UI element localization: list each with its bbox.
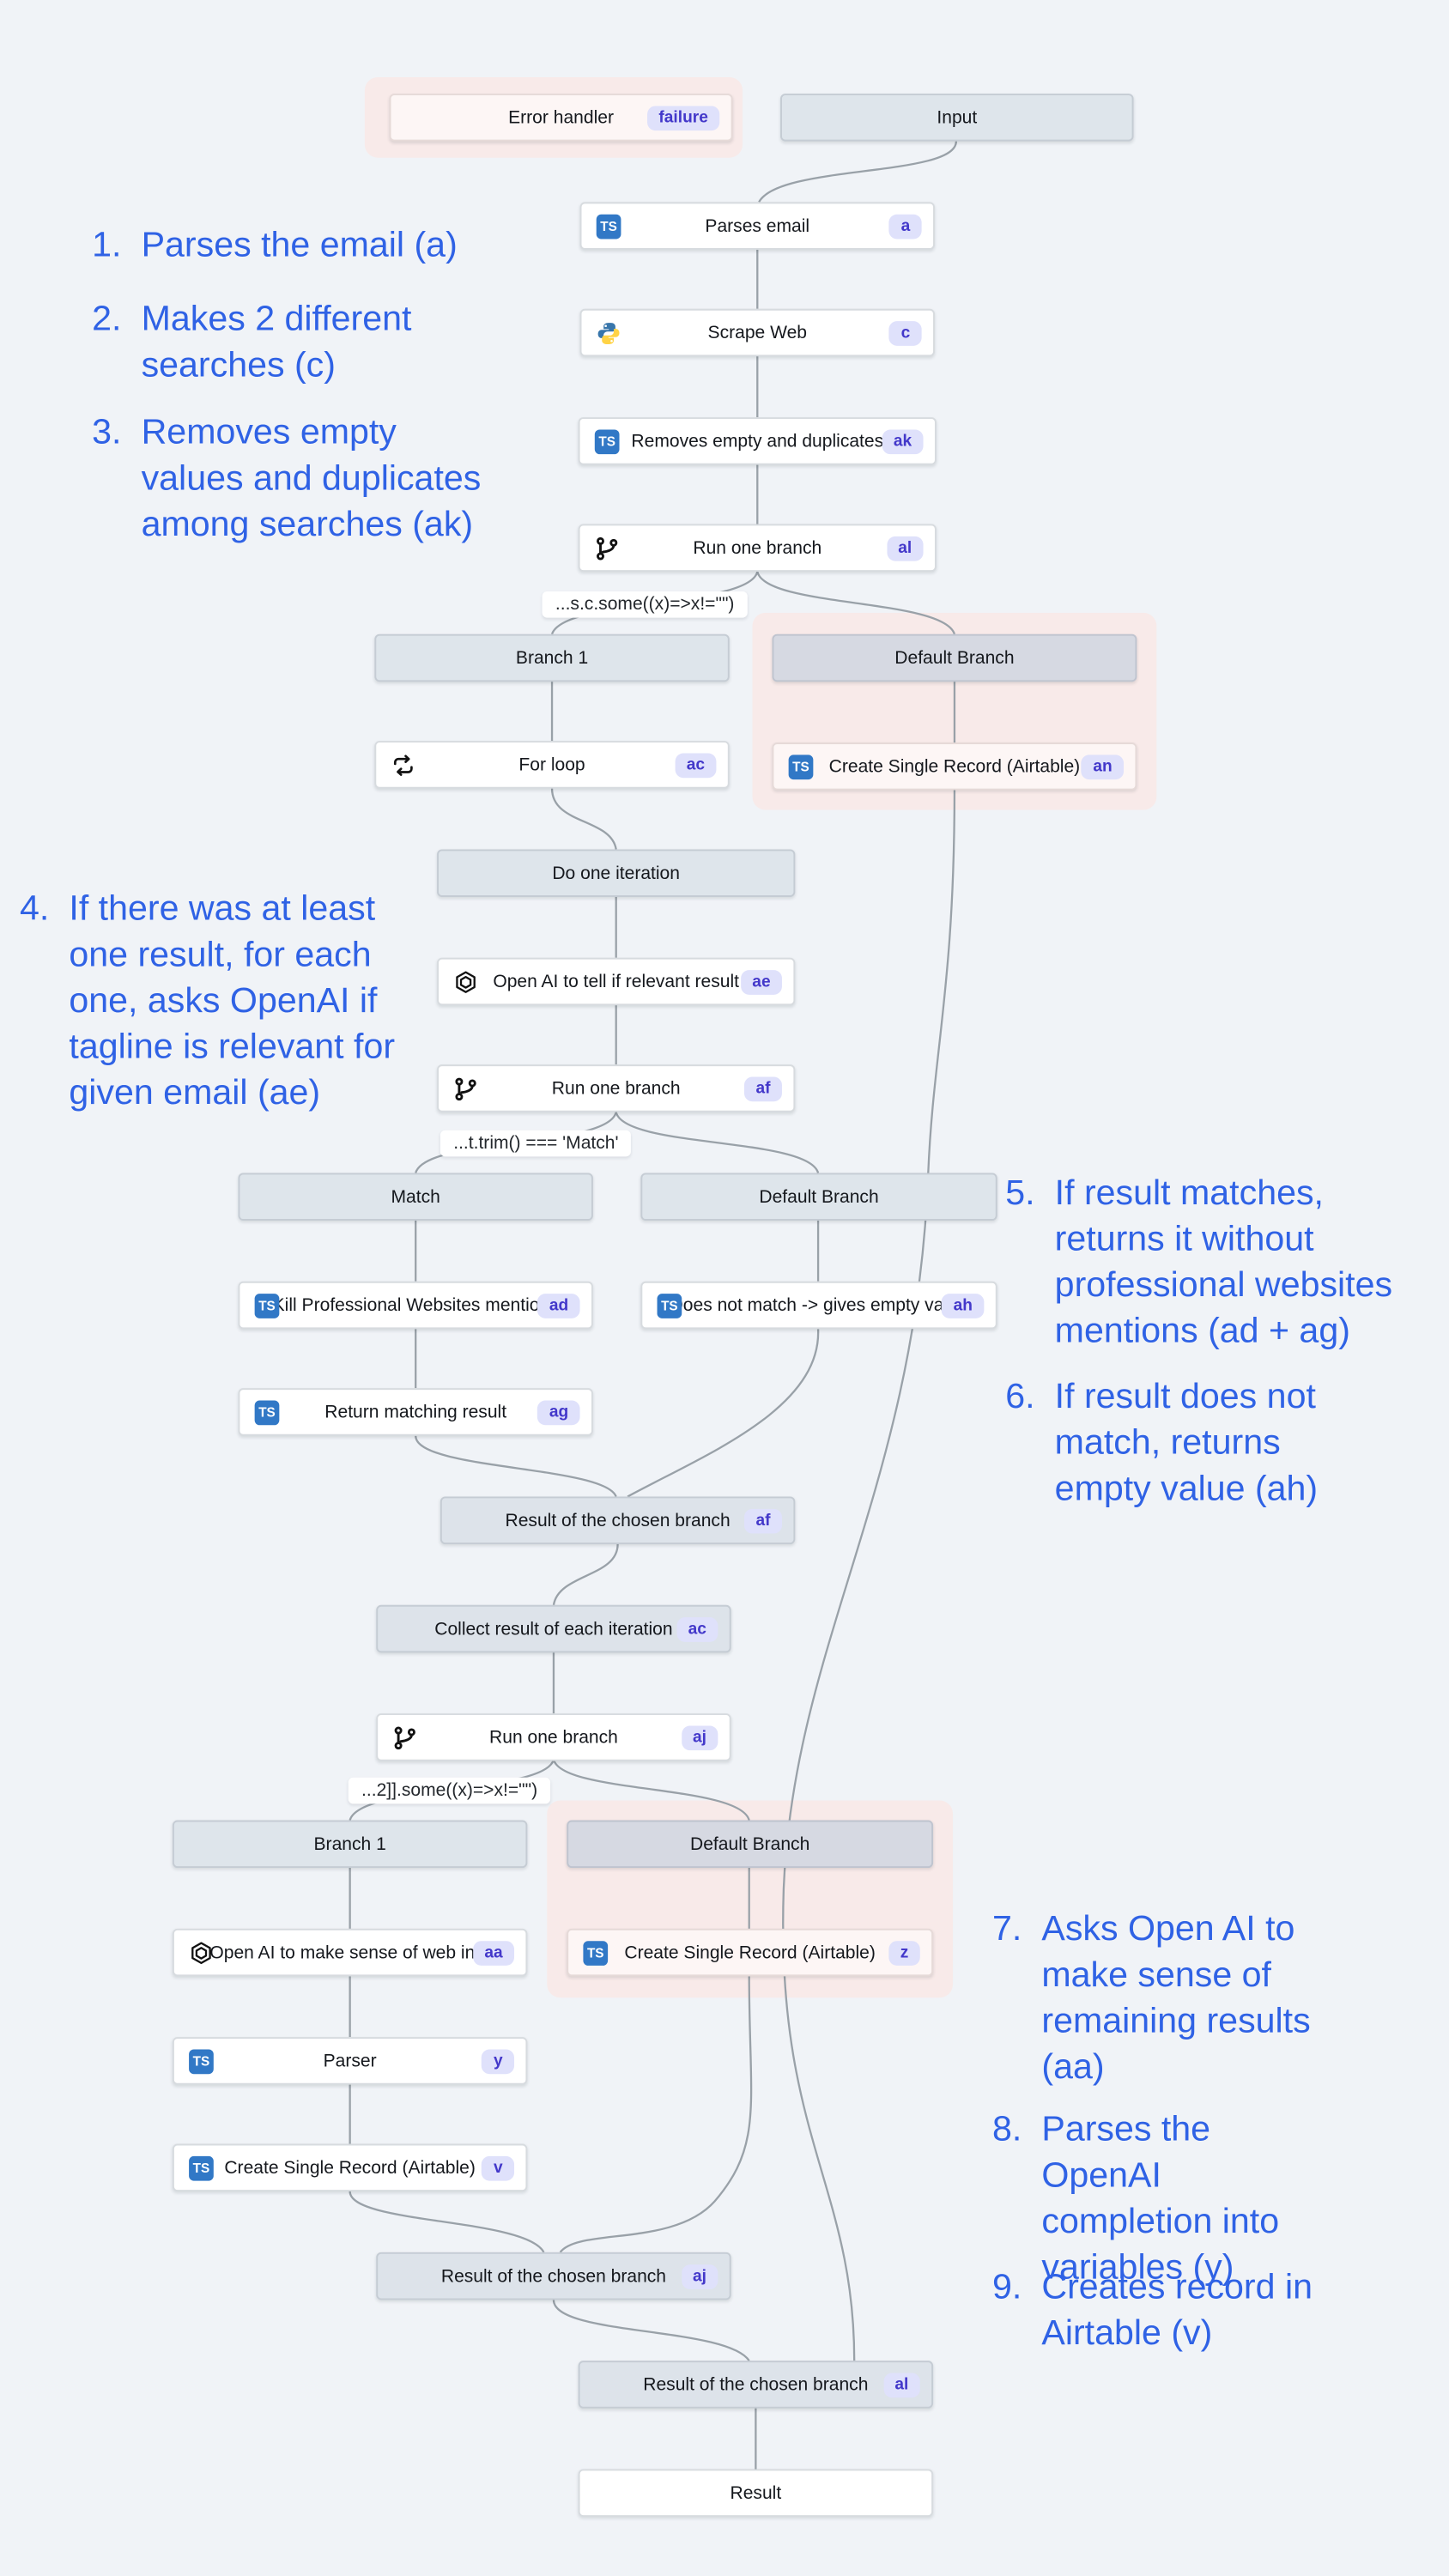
typescript-icon: TS: [254, 1399, 280, 1425]
openai-icon: [189, 1940, 214, 1965]
branch-header-branch1-bottom[interactable]: Branch 1: [172, 1820, 528, 1869]
node-does-not-match[interactable]: TS Does not match -> gives empty value a…: [640, 1281, 997, 1330]
typescript-icon: TS: [189, 2048, 214, 2074]
annotation-9: 9. Creates record in Airtable (v): [991, 2267, 1313, 2353]
branch-header-default-mid[interactable]: Default Branch: [640, 1173, 997, 1221]
node-result[interactable]: Result: [578, 2469, 934, 2517]
loop-icon: [391, 753, 415, 778]
branch-header-branch1-top[interactable]: Branch 1: [374, 633, 730, 682]
typescript-icon: TS: [189, 2155, 214, 2180]
node-openai-relevant-result[interactable]: Open AI to tell if relevant result ae: [437, 957, 796, 1006]
node-create-single-record-z[interactable]: TS Create Single Record (Airtable) z: [567, 1928, 934, 1977]
typescript-icon: TS: [657, 1293, 682, 1318]
annotation-5: 5. If result matches, returns it without…: [1005, 1173, 1393, 1351]
typescript-icon: TS: [788, 754, 814, 779]
typescript-icon: TS: [596, 213, 621, 239]
node-result-chosen-branch-aj[interactable]: Result of the chosen branch aj: [376, 2252, 731, 2300]
node-openai-make-sense[interactable]: Open AI to make sense of web info aa: [172, 1928, 528, 1977]
branch-icon: [595, 536, 620, 561]
header-do-one-iteration[interactable]: Do one iteration: [437, 849, 796, 897]
annotation-6: 6. If result does not match, returns emp…: [1005, 1376, 1319, 1508]
node-parser[interactable]: TS Parser y: [172, 2037, 528, 2085]
node-run-one-branch-aj[interactable]: Run one branch aj: [376, 1713, 731, 1761]
branch-condition-label: ...s.c.some((x)=>x!=""): [542, 591, 748, 618]
node-input[interactable]: Input: [780, 94, 1134, 142]
node-result-chosen-branch-al[interactable]: Result of the chosen branch al: [578, 2361, 934, 2409]
node-run-one-branch-al[interactable]: Run one branch al: [578, 524, 937, 573]
annotation-3: 3. Removes empty values and duplicates a…: [92, 412, 482, 544]
branch-condition-label: ...t.trim() === 'Match': [440, 1130, 632, 1157]
node-return-matching-result[interactable]: TS Return matching result ag: [238, 1388, 593, 1436]
annotation-7: 7. Asks Open AI to make sense of remaini…: [991, 1908, 1311, 2087]
annotation-1: 1. Parses the email (a): [92, 225, 458, 265]
typescript-icon: TS: [583, 1940, 609, 1965]
annotation-4: 4. If there was at least one result, for…: [19, 888, 396, 1112]
typescript-icon: TS: [594, 428, 620, 454]
branch-icon: [453, 1076, 478, 1101]
node-error-handler[interactable]: Error handler failure: [389, 94, 733, 142]
node-run-one-branch-af[interactable]: Run one branch af: [437, 1064, 796, 1112]
branch-header-default-bottom[interactable]: Default Branch: [567, 1820, 934, 1869]
branch-header-match[interactable]: Match: [238, 1173, 593, 1221]
branch-icon: [392, 1725, 417, 1750]
node-create-single-record-v[interactable]: TS Create Single Record (Airtable) v: [172, 2143, 528, 2192]
python-icon: [597, 320, 621, 345]
branch-header-default-top[interactable]: Default Branch: [772, 633, 1137, 682]
failure-badge: failure: [647, 105, 720, 130]
node-parses-email[interactable]: TS Parses email a: [579, 202, 935, 250]
node-create-single-record-an[interactable]: TS Create Single Record (Airtable) an: [772, 742, 1137, 791]
openai-icon: [453, 969, 478, 994]
node-removes-empty-duplicates[interactable]: TS Removes empty and duplicates ak: [578, 417, 937, 465]
branch-condition-label: ...2]].some((x)=>x!=""): [348, 1777, 551, 1804]
typescript-icon: TS: [254, 1293, 280, 1318]
annotation-2: 2. Makes 2 different searches (c): [92, 299, 412, 385]
node-for-loop[interactable]: For loop ac: [374, 741, 730, 789]
node-collect-result-iteration[interactable]: Collect result of each iteration ac: [376, 1604, 731, 1653]
annotation-8: 8. Parses the OpenAI completion into var…: [991, 2109, 1280, 2288]
node-scrape-web[interactable]: Scrape Web c: [579, 308, 935, 357]
node-kill-professional-websites[interactable]: TS Kill Professional Websites mentions a…: [238, 1281, 593, 1330]
node-result-chosen-branch-af[interactable]: Result of the chosen branch af: [440, 1496, 796, 1545]
